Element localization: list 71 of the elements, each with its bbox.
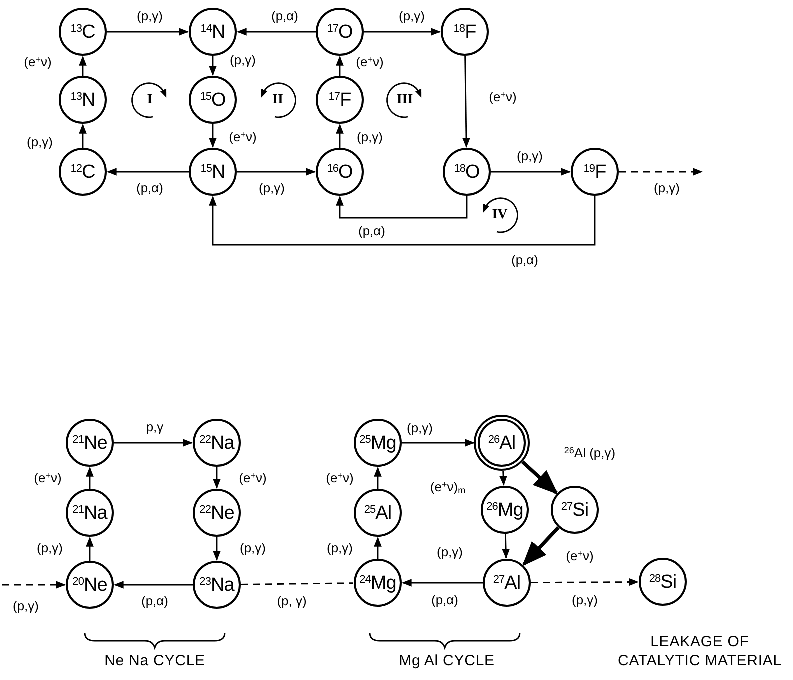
- arrow: [336, 124, 344, 148]
- arrow: [209, 196, 596, 246]
- cycle-number: IV: [492, 206, 508, 224]
- arrow: [364, 28, 441, 36]
- edge-label: (p,γ): [652, 182, 682, 194]
- caption-text: LEAKAGE OF CATALYTIC MATERIAL: [617, 633, 783, 671]
- edge-label: (p,γ): [238, 542, 268, 554]
- arrow: [237, 28, 316, 36]
- edge-label: (p,γ): [11, 600, 41, 612]
- arrow: [402, 439, 475, 447]
- cycle-number: II: [272, 91, 284, 109]
- arrow: [114, 439, 193, 447]
- arrow: [79, 56, 87, 76]
- caption-text: Mg Al CYCLE: [399, 652, 495, 672]
- edge-label: (e$^{+}$ν)$_{m}$: [428, 480, 468, 494]
- edge-label: (e$^{+}$ν): [22, 56, 54, 68]
- edge-label: (p,α): [356, 224, 388, 238]
- arrow: [86, 537, 94, 561]
- arrow: [107, 168, 189, 176]
- arrow: [462, 56, 470, 148]
- edge-label: (e$^{+}$ν): [324, 472, 356, 484]
- arrow: [79, 124, 87, 148]
- arrow: [502, 534, 510, 559]
- arrow: [336, 56, 344, 76]
- edge-label: (e$^{+}$ν): [227, 130, 259, 144]
- edge-label: (p,γ): [570, 594, 600, 606]
- edge-label: $^{26}$Al (p,γ): [562, 446, 618, 460]
- arrow: [619, 168, 703, 176]
- edge-label: (p,γ): [257, 182, 287, 194]
- arrow: [402, 579, 483, 587]
- edge-label: (p,γ): [325, 542, 355, 554]
- arrow: [336, 196, 468, 219]
- edge-label: (p,α): [510, 254, 540, 266]
- edge-label: (p, γ): [275, 594, 309, 608]
- arrow: [114, 581, 193, 589]
- edge-label: (p,γ): [405, 422, 435, 434]
- cycle-number: I: [147, 91, 153, 109]
- arrow: [209, 124, 217, 148]
- arrow: [521, 460, 558, 495]
- edge-label: (e$^{+}$ν): [354, 56, 386, 68]
- edge-label: (p,γ): [515, 150, 545, 162]
- arrow: [491, 168, 571, 176]
- arrow: [374, 537, 382, 559]
- edge-label: (p,γ): [355, 130, 385, 144]
- caption-text: Ne Na CYCLE: [104, 652, 206, 672]
- arrow: [213, 537, 221, 561]
- arrow: [107, 28, 189, 36]
- edge-label: (e$^{+}$ν): [564, 550, 596, 562]
- edge-label: (p,γ): [435, 546, 465, 558]
- arrow: [213, 467, 221, 489]
- edge-label: (p,γ): [397, 10, 427, 22]
- edge-label: (e$^{+}$ν): [32, 472, 64, 484]
- edge-label: (p,α): [140, 594, 170, 608]
- edge-label: (e$^{+}$ν): [237, 472, 269, 484]
- arrow: [374, 467, 382, 489]
- edge-label: (p,α): [134, 182, 166, 194]
- arrow: [237, 168, 316, 176]
- arrow: [86, 467, 94, 489]
- edge-label: (p,γ): [228, 54, 258, 66]
- arrow: [531, 578, 639, 586]
- edge-label: (p,α): [430, 594, 460, 606]
- arrow: [2, 581, 66, 589]
- cycle-number: III: [396, 91, 414, 109]
- edge-label: (p,γ): [135, 10, 165, 22]
- arrow: [209, 56, 217, 76]
- edge-label: (e$^{+}$ν): [487, 90, 519, 104]
- edge-label: (p,γ): [35, 542, 65, 554]
- arrow: [522, 526, 560, 567]
- arrow: [500, 470, 508, 486]
- edge-label: (p,γ): [25, 136, 55, 148]
- edge-label: (p,α): [270, 10, 300, 22]
